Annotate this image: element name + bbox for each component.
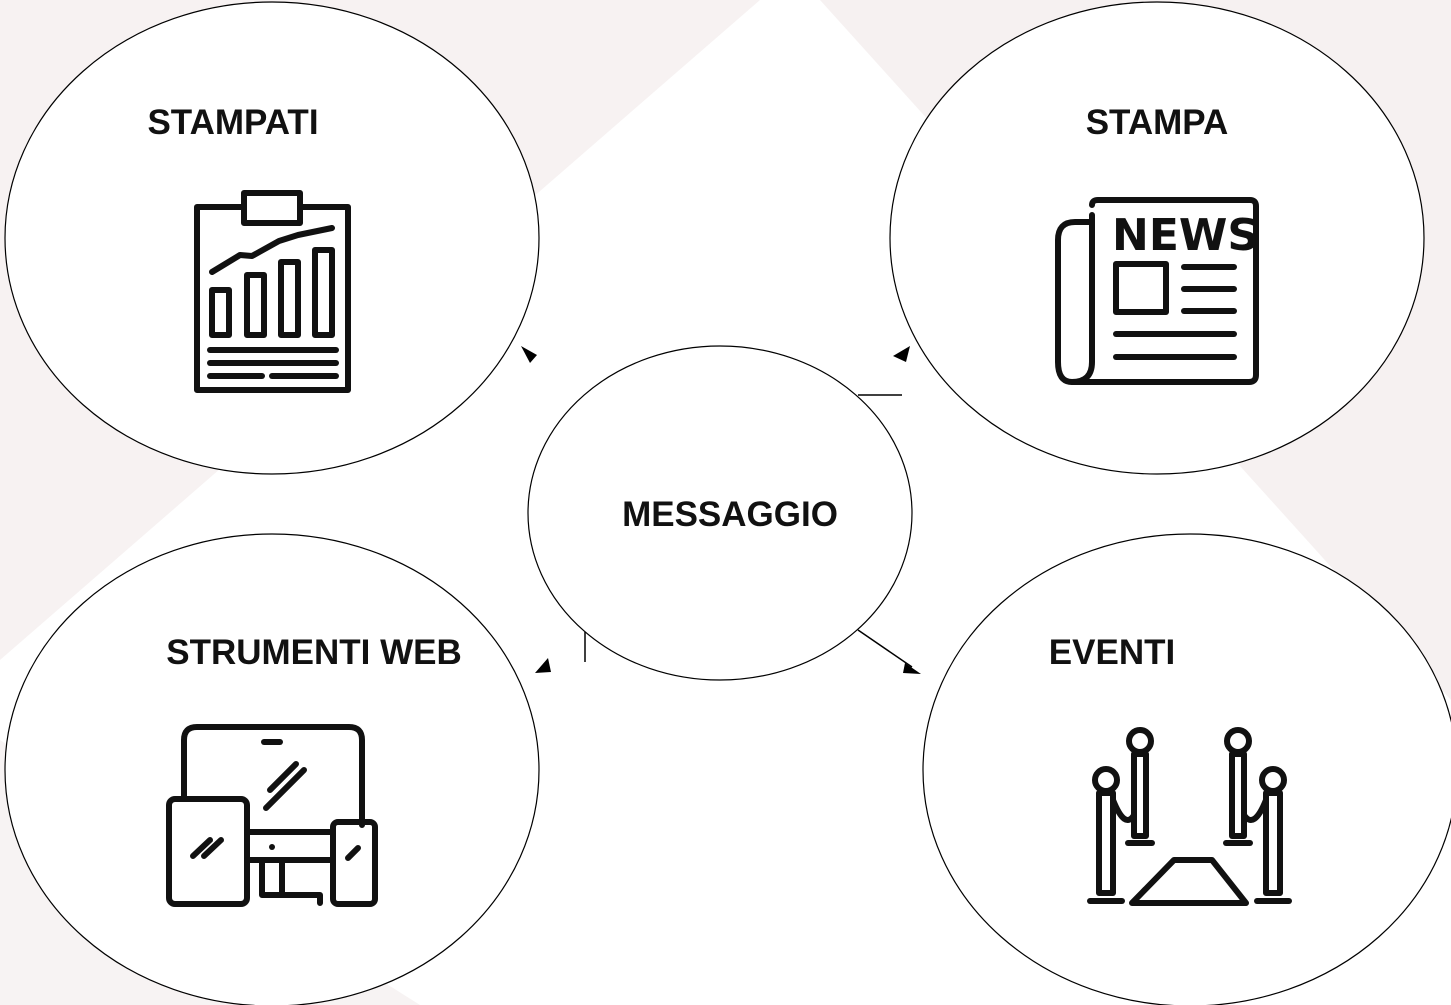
center-circle[interactable] [527,345,913,681]
newspaper-icon: NEWS [1055,197,1259,385]
node-circle-stampati[interactable] [4,1,540,475]
label-eventi: EVENTI [1049,633,1175,672]
label-stampa: STAMPA [1086,103,1229,142]
label-messaggio: MESSAGGIO [622,495,838,534]
arrowhead-strumenti-web [535,658,551,673]
devices-icon [166,724,378,907]
arrowhead-eventi [903,663,921,674]
node-circle-eventi[interactable] [922,533,1451,1005]
news-icon-text: NEWS [1112,210,1259,261]
arrowhead-stampati [521,346,537,363]
label-stampati: STAMPATI [147,103,318,142]
node-circle-stampa[interactable] [889,1,1425,475]
clipboard-chart-icon [194,190,351,393]
red-carpet-icon [1087,727,1292,906]
connector-line-eventi [857,629,913,668]
arrowhead-stampa [893,346,910,362]
node-circle-strumenti-web[interactable] [4,533,540,1005]
label-strumenti-web: STRUMENTI WEB [166,633,462,672]
